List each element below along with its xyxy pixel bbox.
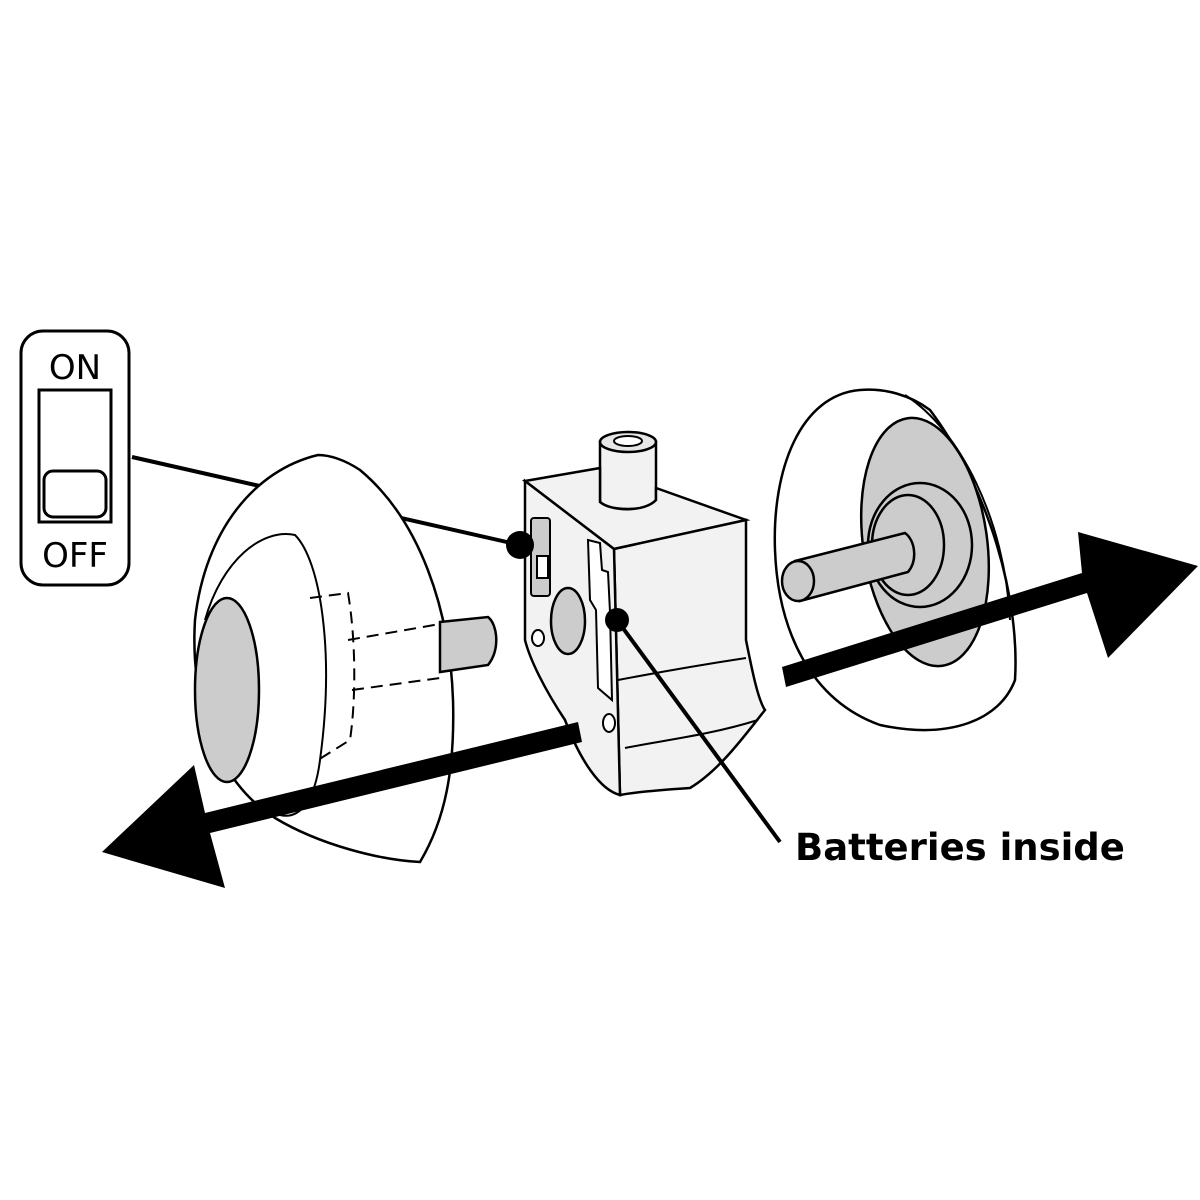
- arrow-left-icon: [102, 722, 582, 888]
- body-screw-left: [531, 629, 545, 647]
- top-post-hole: [613, 435, 643, 447]
- arrow-right-icon: [782, 532, 1198, 687]
- left-wheel-shell: [193, 453, 455, 864]
- body-switch-knob: [536, 555, 549, 579]
- body-right-face: [612, 518, 767, 797]
- right-axle: [793, 531, 916, 603]
- body-axle-socket: [549, 586, 587, 656]
- batteries-leader-dot: [605, 608, 629, 632]
- switch-on-label: ON: [49, 348, 101, 388]
- switch-knob: [42, 469, 108, 519]
- right-wheel: [773, 388, 1017, 732]
- left-wheel-hidden-hub: [309, 591, 356, 761]
- switch-off-label: OFF: [42, 536, 108, 576]
- left-wheel-hidden-axle: [347, 623, 441, 691]
- switch-leader-dot: [506, 531, 534, 559]
- body-top-face: [521, 466, 751, 551]
- body-seam: [617, 657, 759, 749]
- switch-inset: ON OFF: [19, 329, 131, 587]
- left-wheel-hub: [193, 596, 261, 784]
- batteries-label: Batteries inside: [795, 826, 1125, 869]
- right-axle-end: [780, 559, 816, 603]
- right-wheel-rim: [904, 394, 1011, 621]
- left-axle: [438, 615, 498, 674]
- batteries-leader-line: [615, 618, 782, 844]
- left-wheel: [193, 453, 498, 864]
- body-screw-bottom: [602, 713, 616, 733]
- toy-body: [521, 430, 767, 797]
- battery-door: [586, 538, 614, 703]
